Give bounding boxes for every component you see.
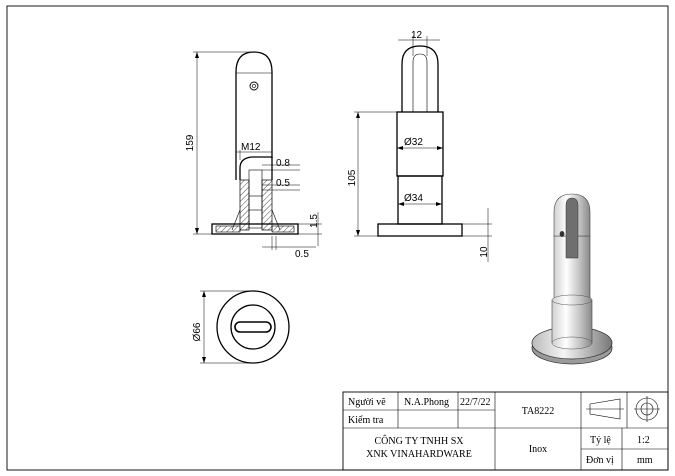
checked-by-label: Kiểm tra (348, 415, 384, 426)
top-view: Ø66 (192, 290, 290, 364)
dim-offset-side: 1.5 (309, 214, 320, 228)
part-code: TA8222 (522, 406, 555, 417)
projection-symbol-icon (586, 396, 660, 422)
company-line-2: XNK VINAHARDWARE (366, 449, 472, 460)
section-view: 159 M12 0.8 0.5 1.5 0.5 (185, 51, 322, 260)
drawn-by-value: N.A.Phong (404, 397, 449, 408)
drawn-by-label: Người vẽ (348, 397, 386, 408)
dim-total-height: 159 (185, 134, 196, 151)
drawing-frame (6, 5, 669, 471)
title-block: Người vẽ N.A.Phong 22/7/22 Kiểm tra TA82… (342, 391, 669, 471)
side-view: 12 Ø32 105 Ø34 10 (347, 30, 492, 262)
company-line-1: CÔNG TY TNHH SX (375, 435, 465, 447)
material: Inox (529, 444, 547, 455)
unit-value: mm (637, 455, 653, 466)
drawing-date: 22/7/22 (460, 397, 491, 408)
dim-base-neck-diameter: Ø34 (404, 193, 423, 204)
isometric-view (531, 193, 613, 365)
dim-base-diameter: Ø66 (192, 322, 203, 341)
dim-slot-width: 12 (411, 30, 423, 41)
dim-base-thickness: 10 (479, 246, 490, 258)
dim-offset-mid: 0.5 (276, 178, 290, 189)
dim-offset-bottom: 0.5 (295, 249, 309, 260)
dim-post-height: 105 (347, 169, 358, 186)
scale-value: 1:2 (637, 435, 650, 446)
dim-thread: M12 (241, 142, 261, 153)
unit-label: Đơn vị (586, 455, 614, 466)
dim-offset-top: 0.8 (276, 158, 290, 169)
scale-label: Tỷ lệ (590, 435, 611, 446)
dim-neck-diameter: Ø32 (404, 137, 423, 148)
